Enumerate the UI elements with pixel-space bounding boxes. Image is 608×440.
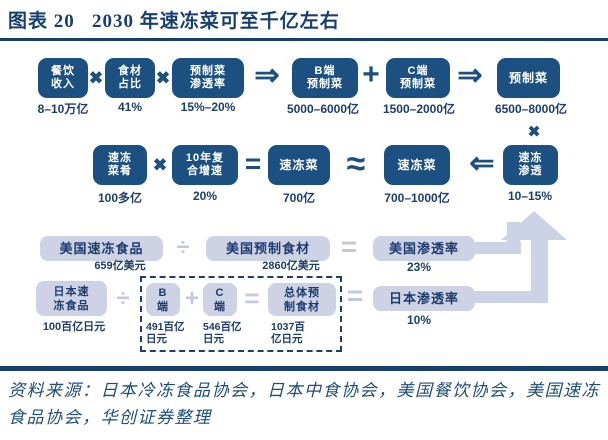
node-frozen-penetration: 速冻 渗透 (503, 145, 558, 185)
plus-icon: + (184, 285, 200, 312)
node-us-premade-ingredients: 美国预制食材 (206, 236, 330, 261)
node-japan-premade-total: 总体预 制食材 (268, 283, 336, 316)
node-frozen-veg-700: 速冻菜 (268, 145, 330, 185)
footer-divider (0, 366, 608, 371)
node-restaurant-revenue: 餐饮 收入 (38, 58, 88, 98)
value-japan-c-side: 546百亿 日元 (203, 321, 242, 345)
arrow-left-icon: ⇐ (469, 147, 495, 180)
node-frozen-veg-700-1000: 速冻菜 (384, 145, 450, 185)
node-10yr-cagr: 10年复 合增速 (172, 145, 238, 185)
equals-icon: = (346, 280, 364, 311)
value-ingredient-ratio: 41% (117, 100, 143, 114)
node-japan-c-side: C 端 (203, 283, 237, 316)
node-japan-penetration-rate: 日本渗透率 (373, 286, 475, 311)
value-10yr-cagr: 20% (192, 189, 218, 203)
value-b-side-premade: 5000–6000亿 (286, 102, 360, 116)
node-us-frozen-food: 美国速冻食品 (40, 236, 163, 261)
node-ingredient-ratio: 食材 占比 (105, 58, 155, 98)
node-c-side-premade: C端 预制菜 (386, 58, 450, 98)
value-japan-penetration-rate: 10% (406, 313, 432, 327)
value-japan-frozen-food: 100百亿日元 (42, 321, 106, 333)
value-frozen-dishes: 100多亿 (97, 191, 143, 205)
value-frozen-penetration: 10–15% (507, 189, 553, 203)
value-us-premade-ingredients: 2860亿美元 (262, 260, 320, 272)
jp-branch-bar (475, 291, 548, 303)
value-premade-total: 6500–8000亿 (494, 102, 568, 116)
value-restaurant-revenue: 8–10万亿 (37, 102, 89, 116)
value-frozen-veg-700: 700亿 (282, 191, 316, 205)
arrow-shaft (531, 236, 548, 303)
arrow-right-icon: ⇒ (254, 59, 280, 92)
multiply-icon: ✖ (88, 68, 104, 88)
node-premade-total: 预制菜 (497, 58, 560, 98)
equals-icon: = (244, 283, 260, 313)
node-japan-b-side: B 端 (146, 283, 180, 316)
value-premade-penetration-rate: 15%–20% (180, 100, 236, 114)
node-frozen-dishes: 速冻 菜肴 (93, 145, 147, 185)
node-japan-frozen-food: 日本速 冻食品 (36, 281, 107, 316)
approx-icon: ≈ (346, 145, 366, 183)
value-us-frozen-food: 659亿美元 (94, 260, 146, 272)
value-c-side-premade: 1500–2000亿 (382, 102, 456, 116)
value-japan-b-side: 491百亿 日元 (146, 321, 185, 345)
arrowhead-up-icon (501, 211, 567, 240)
value-japan-premade-total: 1037百 亿日元 (271, 321, 305, 345)
figure-title: 图表 20 2030 年速冻菜可至千亿左右 (8, 11, 340, 32)
value-us-penetration-rate: 23% (406, 260, 432, 274)
source-note: 资料来源：日本冷冻食品协会，日本中食协会，美国餐饮协会，美国速冻食品协会，华创证… (8, 381, 600, 427)
node-b-side-premade: B端 预制菜 (292, 58, 358, 98)
divide-icon: ÷ (176, 234, 190, 261)
divide-icon: ÷ (116, 285, 130, 312)
equals-icon: = (244, 148, 262, 179)
node-premade-penetration-rate: 预制菜 渗透率 (172, 58, 244, 98)
multiply-icon: ✖ (527, 123, 541, 141)
title-divider (0, 38, 608, 41)
arrow-right-icon: ⇒ (457, 59, 483, 92)
node-us-penetration-rate: 美国渗透率 (373, 236, 475, 261)
multiply-icon: ✖ (152, 155, 168, 175)
multiply-icon: ✖ (155, 68, 171, 88)
plus-icon: + (362, 58, 380, 91)
equals-icon: = (340, 231, 358, 262)
value-frozen-veg-700-1000: 700–1000亿 (384, 191, 450, 205)
japan-premade-group-outline (140, 276, 342, 352)
